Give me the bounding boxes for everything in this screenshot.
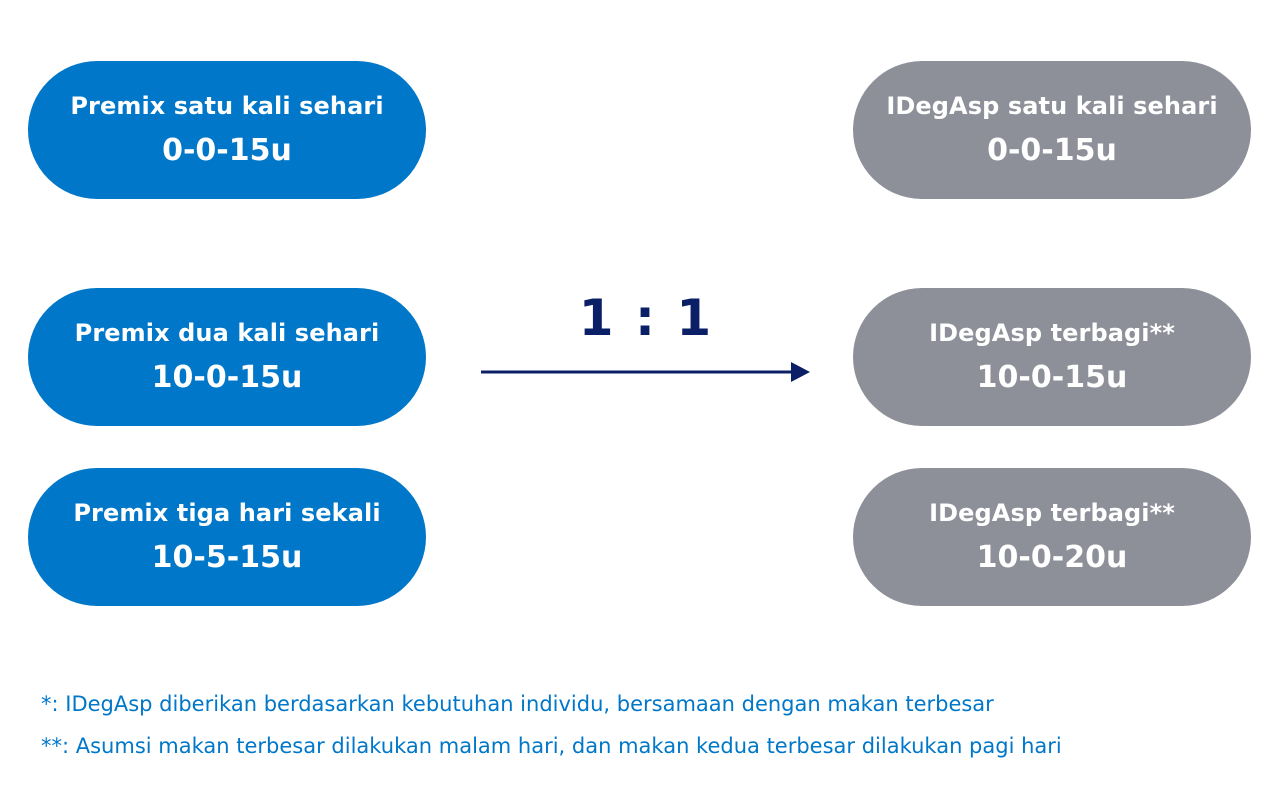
box-title: Premix dua kali sehari <box>74 319 380 347</box>
box-dose: 0-0-15u <box>987 133 1117 168</box>
footnote-2: **: Asumsi makan terbesar dilakukan mala… <box>41 734 1062 758</box>
box-title: IDegAsp satu kali sehari <box>886 92 1218 120</box>
box-title: IDegAsp terbagi** <box>929 499 1175 527</box>
right-arrow-icon <box>481 362 810 382</box>
footnote-1: *: IDegAsp diberikan berdasarkan kebutuh… <box>41 692 994 716</box>
premix-three-times-box: Premix tiga hari sekali 10-5-15u <box>28 468 426 606</box>
box-dose: 10-0-20u <box>976 540 1128 575</box>
conversion-ratio: 1 : 1 <box>578 289 714 347</box>
box-title: Premix tiga hari sekali <box>73 499 381 527</box>
box-dose: 0-0-15u <box>162 133 292 168</box>
box-dose: 10-0-15u <box>976 360 1128 395</box>
idegasp-once-daily-box: IDegAsp satu kali sehari 0-0-15u <box>853 61 1251 199</box>
premix-twice-daily-box: Premix dua kali sehari 10-0-15u <box>28 288 426 426</box>
idegasp-split-box-2: IDegAsp terbagi** 10-0-20u <box>853 468 1251 606</box>
box-dose: 10-0-15u <box>151 360 303 395</box>
box-title: Premix satu kali sehari <box>70 92 384 120</box>
box-title: IDegAsp terbagi** <box>929 319 1175 347</box>
idegasp-split-box-1: IDegAsp terbagi** 10-0-15u <box>853 288 1251 426</box>
premix-once-daily-box: Premix satu kali sehari 0-0-15u <box>28 61 426 199</box>
box-dose: 10-5-15u <box>151 540 303 575</box>
